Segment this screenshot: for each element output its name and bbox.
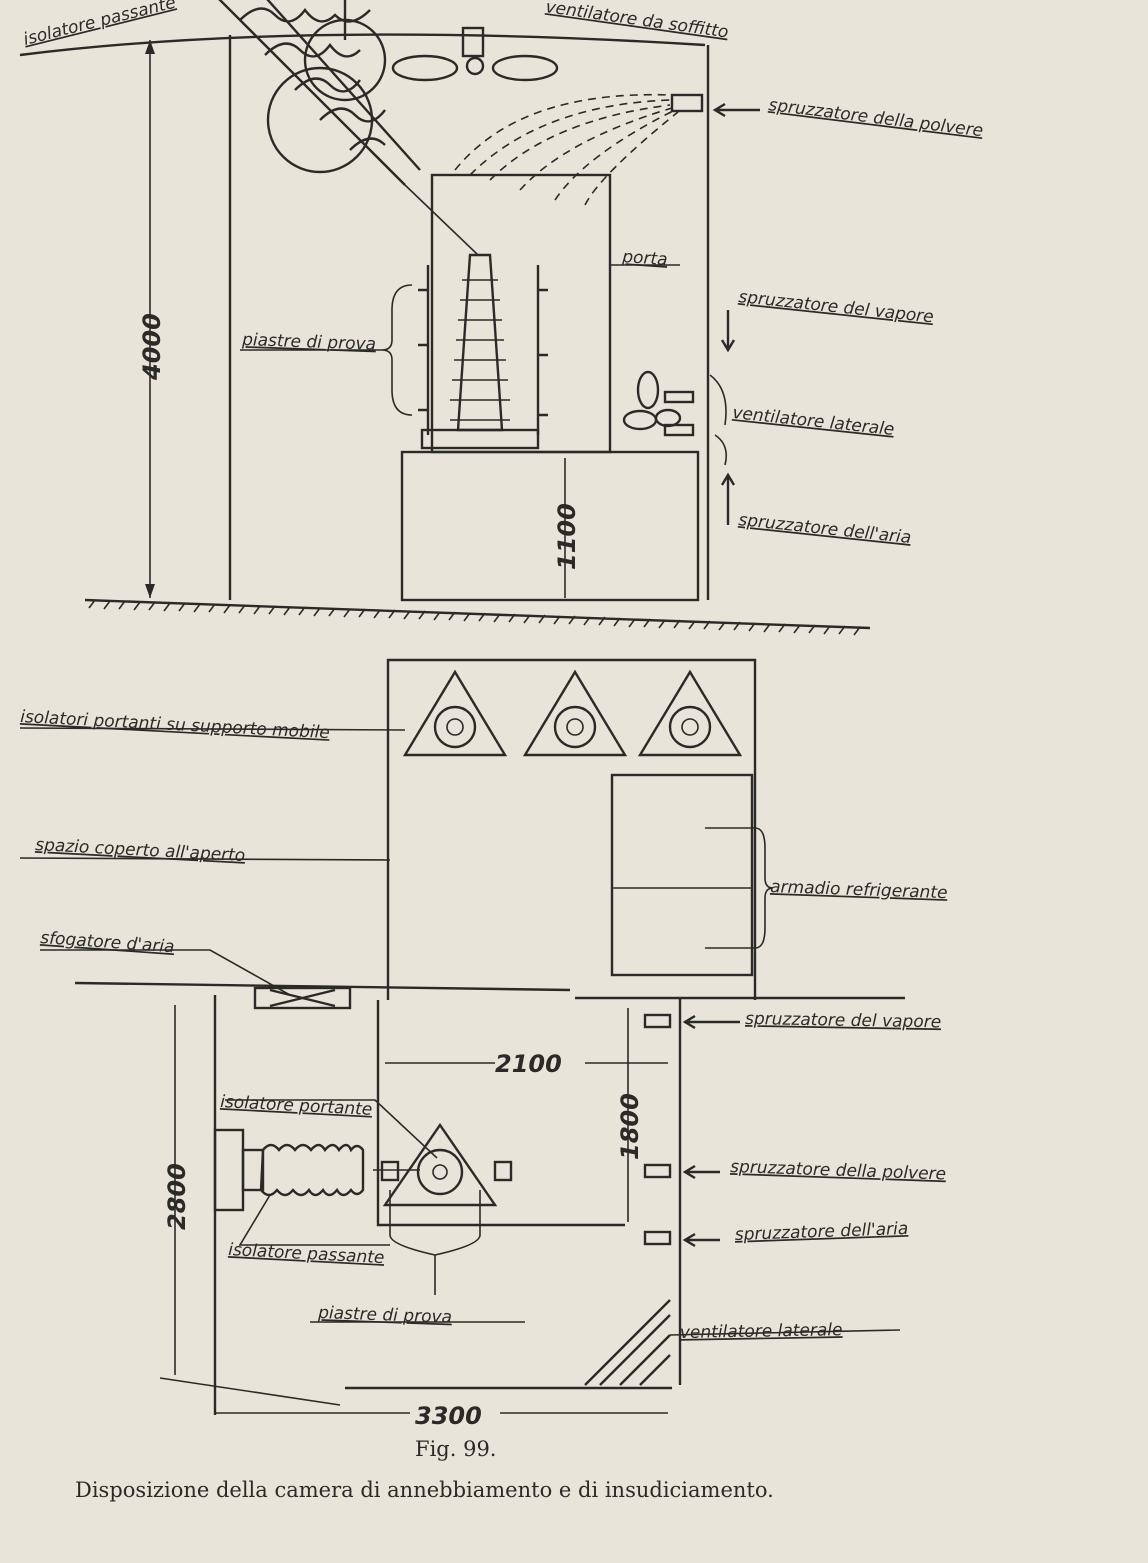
- label-piastre-prova: piastre di prova: [241, 330, 377, 355]
- dim-3300: 3300: [415, 1402, 482, 1430]
- label-ventilatore-soffitto: ventilatore da soffitto: [544, 0, 729, 43]
- vapour-arrow: [720, 310, 736, 353]
- air-vent: [40, 949, 352, 1010]
- label-spruzzatore-polvere: spruzzatore della polvere: [767, 95, 984, 141]
- side-fan-plan: [584, 1299, 901, 1386]
- figure-number: Fig. 99.: [415, 1437, 496, 1461]
- label-spruzzatore-vapore-plan: spruzzatore del vapore: [745, 1009, 941, 1032]
- label-spruzzatore-aria: spruzzatore dell'aria: [737, 510, 912, 548]
- leader-spazio: [19, 857, 391, 861]
- label-sfogatore: sfogatore d'aria: [40, 928, 175, 957]
- leader-piastre: [238, 1190, 481, 1295]
- label-spruzzatore-polvere-plan: spruzzatore della polvere: [730, 1157, 947, 1185]
- test-base: [400, 450, 700, 602]
- dim-1800: 1800: [616, 1093, 644, 1160]
- figure-caption: Disposizione della camera di annebbiamen…: [75, 1478, 774, 1502]
- label-armadio: armadio refrigerante: [770, 877, 948, 903]
- air-arrow: [720, 472, 736, 525]
- dim-ext-line: [159, 1377, 341, 1406]
- label-spazio-coperto: spazio coperto all'aperto: [35, 835, 246, 866]
- label-spruzzatore-aria-plan: spruzzatore dell'aria: [734, 1219, 908, 1245]
- plan-view: 2100 1800 2800 3300: [19, 658, 948, 1430]
- dim-1100: 1100: [553, 503, 581, 570]
- roof-line: [19, 33, 706, 57]
- dim-2800: 2800: [163, 1163, 191, 1230]
- dust-arrow: [712, 102, 760, 118]
- label-isolatori-portanti: isolatori portanti su supporto mobile: [20, 707, 331, 743]
- label-isolatore-portante: isolatore portante: [220, 1092, 373, 1120]
- label-spruzzatore-vapore: spruzzatore del vapore: [737, 287, 934, 327]
- leader-isolatori: [19, 727, 406, 731]
- side-view: 4000 11: [19, 0, 984, 636]
- dim-2100: 2100: [495, 1050, 562, 1078]
- dust-sprayer: [670, 93, 704, 113]
- dim-4000: 4000: [138, 313, 166, 381]
- side-fan: [622, 370, 728, 466]
- ground-line: [84, 598, 871, 630]
- sprayers-plan: [643, 1013, 740, 1248]
- cooling-cabinet: [610, 773, 774, 977]
- label-ventilatore-laterale: ventilatore laterale: [731, 403, 895, 440]
- test-insulator-plan: [380, 1122, 513, 1207]
- bushing-plan: [213, 1128, 420, 1212]
- spray-pattern: [454, 93, 679, 206]
- mobile-insulators: [402, 669, 743, 757]
- label-porta: porta: [621, 247, 669, 270]
- inner-area: [376, 1000, 625, 1227]
- label-ventilatore-laterale-plan: ventilatore laterale: [680, 1320, 843, 1343]
- test-plates: [240, 265, 548, 435]
- leader-isolatore-portante: [225, 1099, 438, 1159]
- open-space-outline: [386, 658, 757, 1000]
- ground-hatch: [88, 599, 861, 636]
- ceiling-fan: [391, 26, 559, 82]
- label-piastre-prova-plan: piastre di prova: [317, 1303, 453, 1328]
- wall-line-left: [74, 981, 571, 992]
- test-insulator: [420, 253, 540, 450]
- bushing-insulator: [218, 0, 479, 256]
